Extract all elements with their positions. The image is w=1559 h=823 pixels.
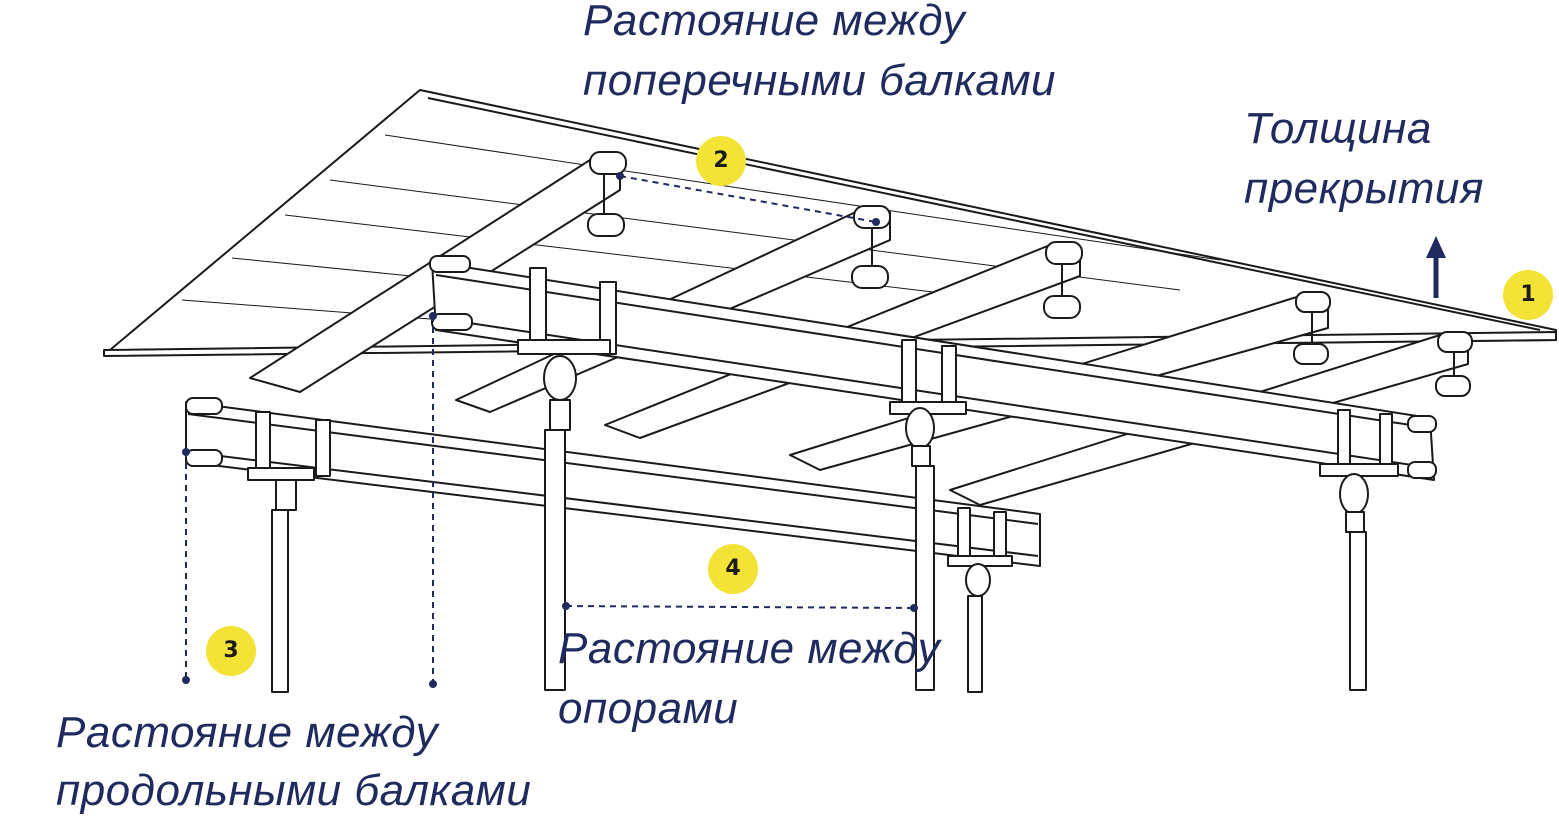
label-thickness-line1: Толщина [1244,104,1432,153]
dim-supports [565,605,915,609]
dimension-dots [182,172,918,688]
label-transverse-line2: поперечными балками [583,56,1056,105]
label-longitudinal-line1: Растояние между [56,708,439,757]
label-thickness-line2: прекрытия [1244,164,1484,213]
badge-4: 4 [708,544,758,594]
badge-1: 1 [1503,270,1553,320]
label-transverse-line1: Растояние между [583,0,966,45]
label-longitudinal-line2: продольными балками [56,766,532,815]
badge-3: 3 [206,626,256,676]
badge-2: 2 [696,136,746,186]
thickness-arrow [1426,236,1446,298]
label-supports-line2: опорами [558,684,739,733]
label-supports-line1: Растояние между [558,624,941,673]
props [247,267,1399,693]
dimension-lines [185,175,915,684]
